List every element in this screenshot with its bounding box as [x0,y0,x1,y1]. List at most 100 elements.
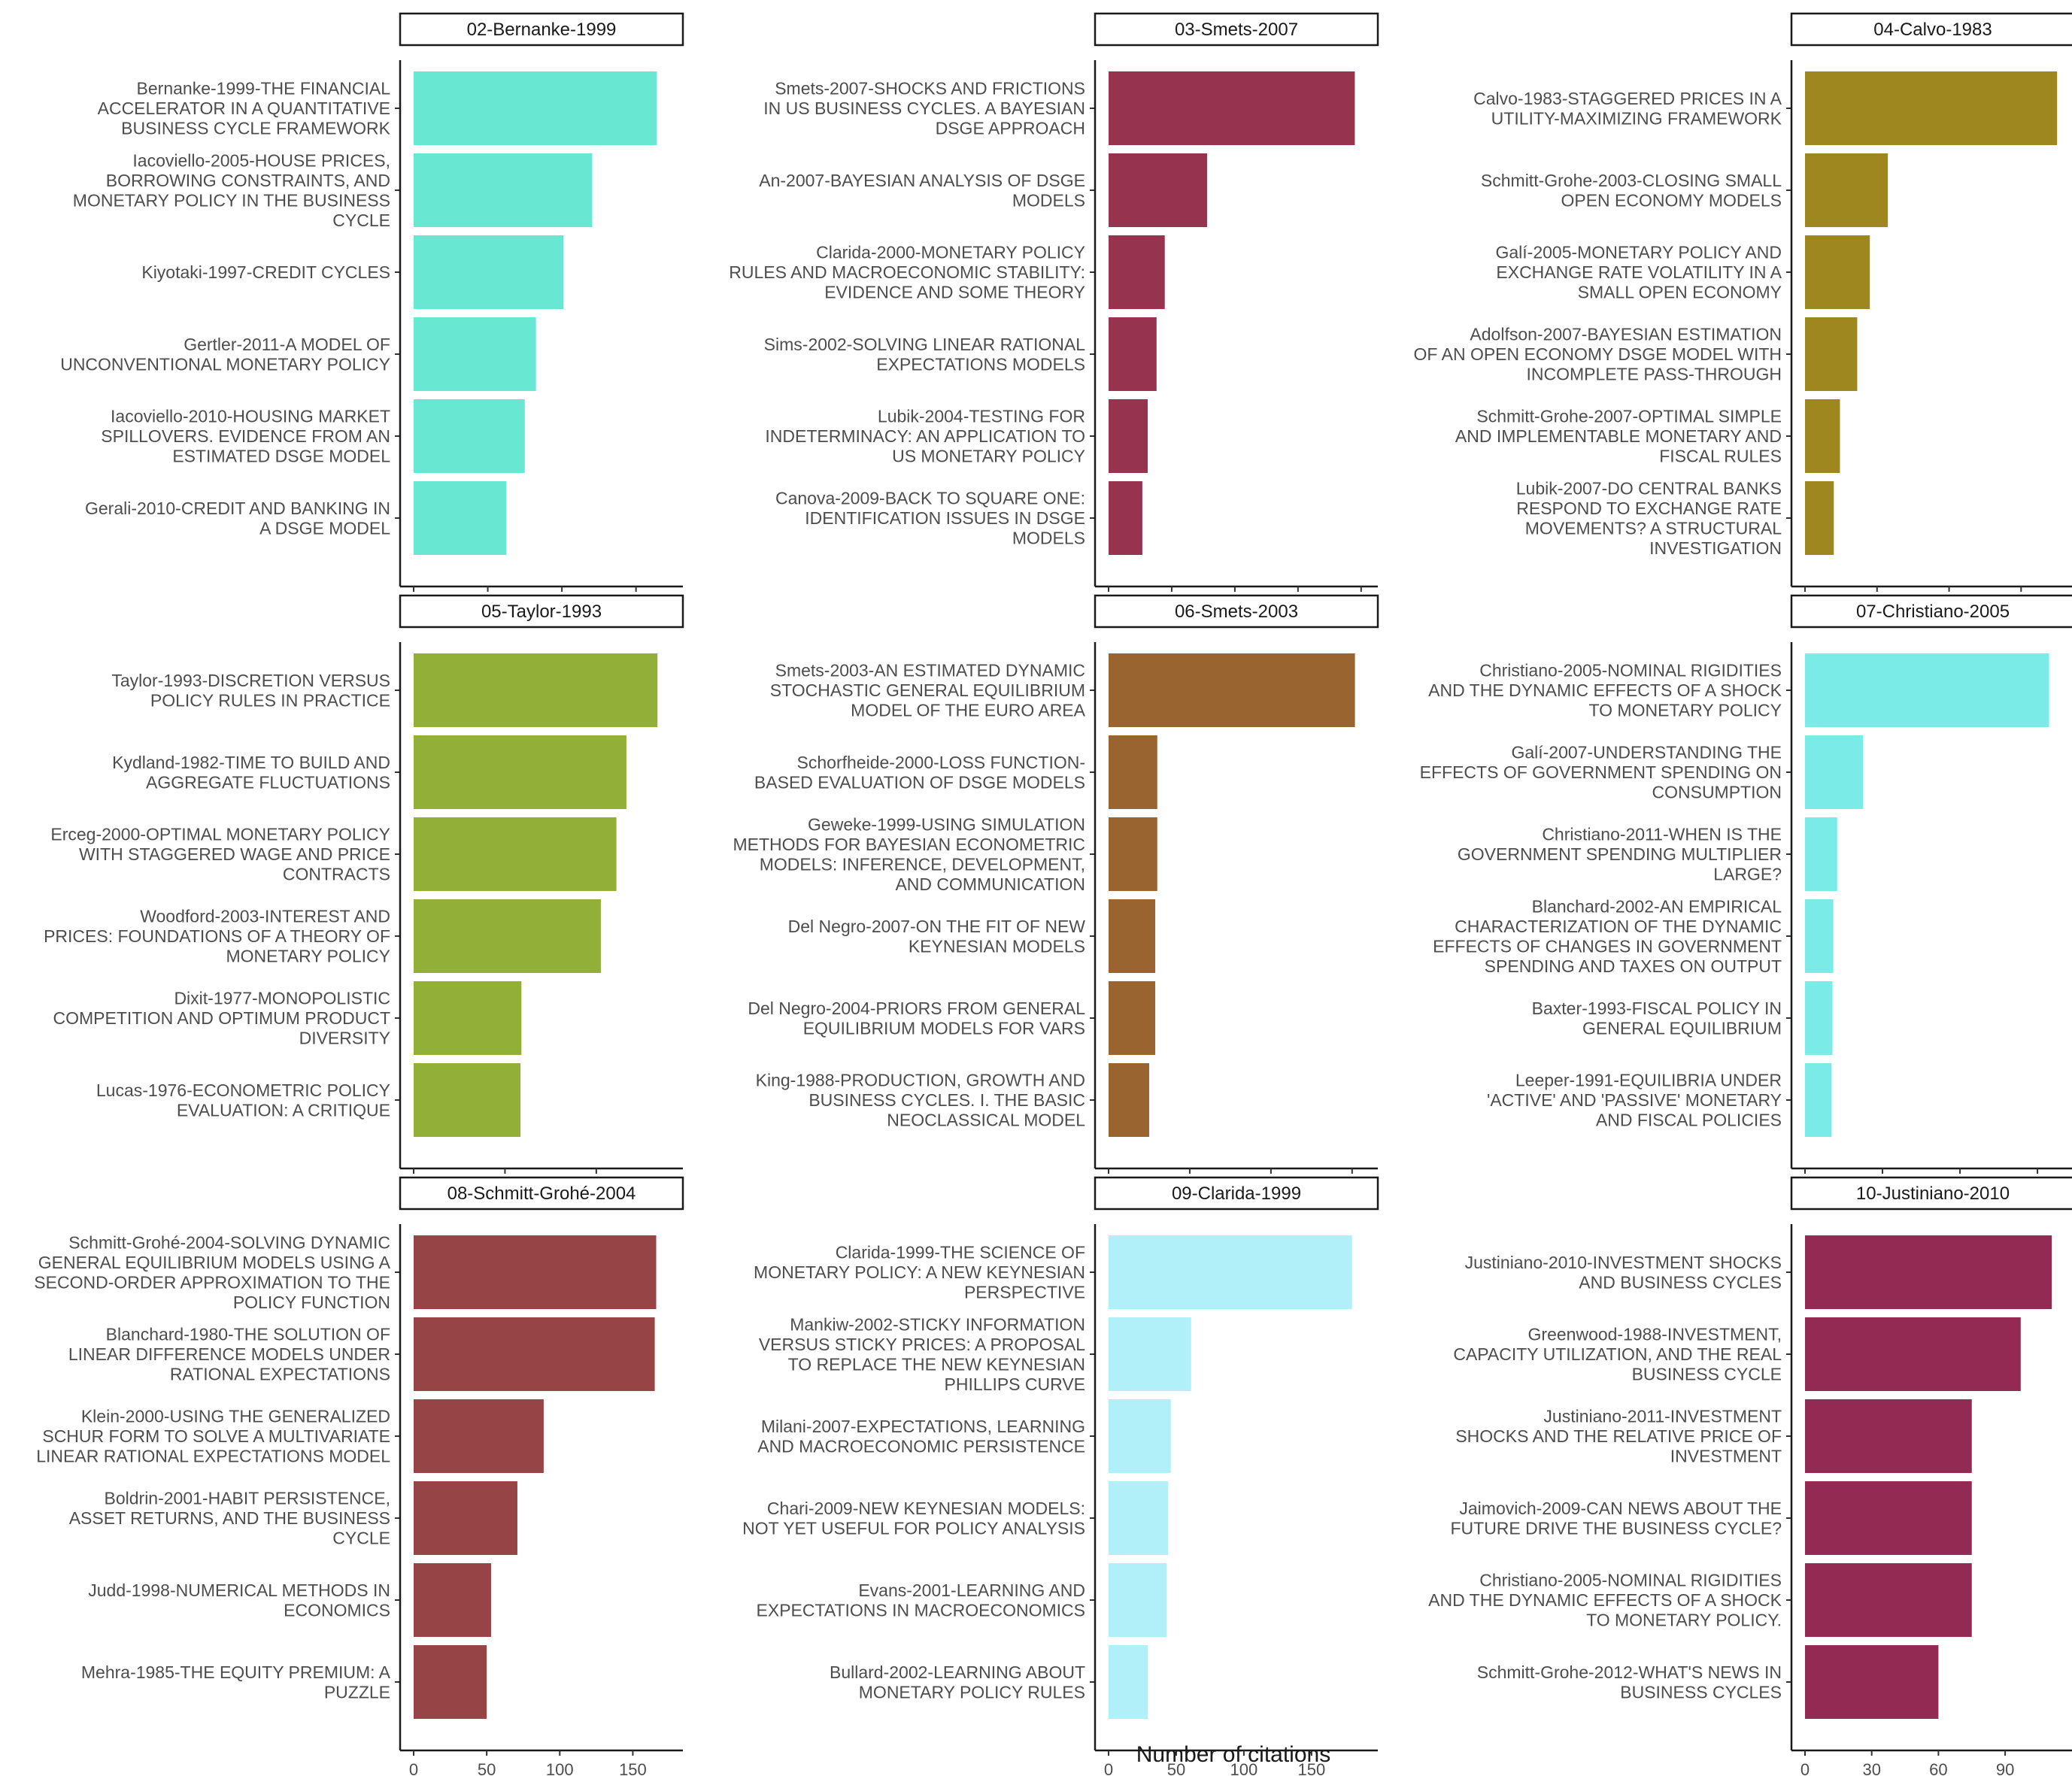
category-label-line: EQUILIBRIUM MODELS FOR VARS [803,1018,1085,1038]
category-label: Canova-2009-BACK TO SQUARE ONE:IDENTIFIC… [775,489,1085,548]
bar [1109,817,1157,891]
category-label-line: Mankiw-2002-STICKY INFORMATION [790,1314,1085,1334]
category-label-line: Blanchard-2002-AN EMPIRICAL [1532,896,1782,916]
x-axis-title: Number of citations [1136,1742,1330,1767]
x-tick-label: 0 [1104,1760,1113,1776]
bar [414,735,626,809]
x-tick-label: 30 [1862,1760,1880,1776]
category-label-line: POLICY FUNCTION [233,1293,390,1312]
category-label-line: KEYNESIAN MODELS [909,936,1085,956]
category-label-line: MONETARY POLICY: A NEW KEYNESIAN [754,1262,1085,1282]
category-label-line: BORROWING CONSTRAINTS, AND [106,171,390,190]
bar [414,981,522,1055]
category-label-line: Geweke-1999-USING SIMULATION [808,814,1085,834]
category-label-line: US MONETARY POLICY [892,447,1085,466]
category-label-line: BASED EVALUATION OF DSGE MODELS [754,772,1085,792]
panel-title: 10-Justiniano-2010 [1856,1183,2010,1204]
category-label-line: 'ACTIVE' AND 'PASSIVE' MONETARY [1487,1090,1782,1110]
bar [1109,981,1156,1055]
bar [1805,1235,2052,1309]
bar [1109,653,1355,727]
category-label-line: EXPECTATIONS IN MACROECONOMICS [757,1600,1085,1620]
category-label-line: Schmitt-Grohe-2007-OPTIMAL SIMPLE [1476,407,1782,426]
category-label-line: MONETARY POLICY [226,947,390,966]
category-label-line: Smets-2007-SHOCKS AND FRICTIONS [775,79,1085,98]
category-label-line: Clarida-2000-MONETARY POLICY [816,243,1085,262]
category-label-line: TO MONETARY POLICY [1589,701,1782,720]
category-label-line: EVIDENCE AND SOME THEORY [824,283,1085,302]
category-label-line: FISCAL RULES [1659,447,1782,466]
category-label: Iacoviello-2005-HOUSE PRICES,BORROWING C… [73,150,390,230]
bar [1805,1063,1832,1137]
category-label-line: BUSINESS CYCLE [1632,1365,1782,1384]
bar [1805,1645,1939,1719]
category-label-line: UTILITY-MAXIMIZING FRAMEWORK [1491,108,1782,128]
category-label-line: Justiniano-2010-INVESTMENT SHOCKS [1465,1253,1782,1272]
category-label-line: Baxter-1993-FISCAL POLICY IN [1532,999,1782,1018]
panel-7: 08-Schmitt-Grohé-2004Schmitt-Grohé-2004-… [34,1176,684,1776]
panel-strip [1094,1176,1379,1211]
category-label-line: AND COMMUNICATION [895,874,1085,894]
category-label-line: NOT YET USEFUL FOR POLICY ANALYSIS [742,1518,1085,1538]
panel-strip [1790,1176,2072,1211]
category-label-line: ASSET RETURNS, AND THE BUSINESS [69,1508,390,1528]
panel-strip [399,12,684,47]
bar [1109,235,1165,309]
bar [1109,1235,1352,1309]
panel-9: 10-Justiniano-2010Justiniano-2010-INVEST… [1428,1176,2072,1776]
x-tick-label: 150 [619,1760,647,1776]
category-label-line: Iacoviello-2010-HOUSING MARKET [111,407,390,426]
x-tick-label: 60 [1929,1760,1947,1776]
category-label-line: Dixit-1977-MONOPOLISTIC [174,989,390,1008]
x-tick-label: 50 [1167,1760,1185,1776]
category-label-line: MOVEMENTS? A STRUCTURAL [1525,518,1782,538]
category-label-line: Boldrin-2001-HABIT PERSISTENCE, [105,1489,391,1508]
category-label-line: EXCHANGE RATE VOLATILITY IN A [1496,262,1782,282]
category-label-line: INCOMPLETE PASS-THROUGH [1527,365,1782,384]
category-label: Schorfheide-2000-LOSS FUNCTION-BASED EVA… [754,753,1085,793]
bar [1109,1563,1167,1637]
category-label-line: SPILLOVERS. EVIDENCE FROM AN [101,426,390,446]
category-label-line: SHOCKS AND THE RELATIVE PRICE OF [1455,1426,1782,1446]
category-label-line: Schmitt-Grohe-2003-CLOSING SMALL [1481,171,1782,190]
category-label-line: CYCLE [332,1529,390,1548]
category-label-line: Gertler-2011-A MODEL OF [184,335,390,354]
bar [1805,481,1834,555]
panel-title: 07-Christiano-2005 [1856,602,2010,622]
bar [414,1317,655,1391]
panel-6: 07-Christiano-2005Christiano-2005-NOMINA… [1420,594,2072,1197]
bar [1805,817,1837,891]
category-label-line: EXPECTATIONS MODELS [876,354,1085,374]
category-label-line: Bernanke-1999-THE FINANCIAL [137,79,391,98]
category-label-line: Adolfson-2007-BAYESIAN ESTIMATION [1470,325,1782,344]
category-label-line: Evans-2001-LEARNING AND [858,1581,1085,1600]
category-label-line: Milani-2007-EXPECTATIONS, LEARNING [761,1417,1085,1436]
category-label-line: NEOCLASSICAL MODEL [887,1111,1085,1130]
bar [1109,317,1157,391]
x-tick-label: 100 [546,1760,574,1776]
category-label-line: Schmitt-Grohé-2004-SOLVING DYNAMIC [68,1232,390,1252]
category-label-line: OF AN OPEN ECONOMY DSGE MODEL WITH [1414,344,1782,364]
category-label-line: IDENTIFICATION ISSUES IN DSGE [805,508,1085,528]
bar [1109,1645,1148,1719]
category-label-line: CYCLE [332,211,390,230]
category-label-line: Mehra-1985-THE EQUITY PREMIUM: A [81,1662,391,1682]
bar [1109,1399,1171,1473]
category-label-line: Clarida-1999-THE SCIENCE OF [836,1243,1085,1262]
category-label-line: LINEAR DIFFERENCE MODELS UNDER [68,1344,390,1364]
x-tick-label: 0 [409,1760,418,1776]
